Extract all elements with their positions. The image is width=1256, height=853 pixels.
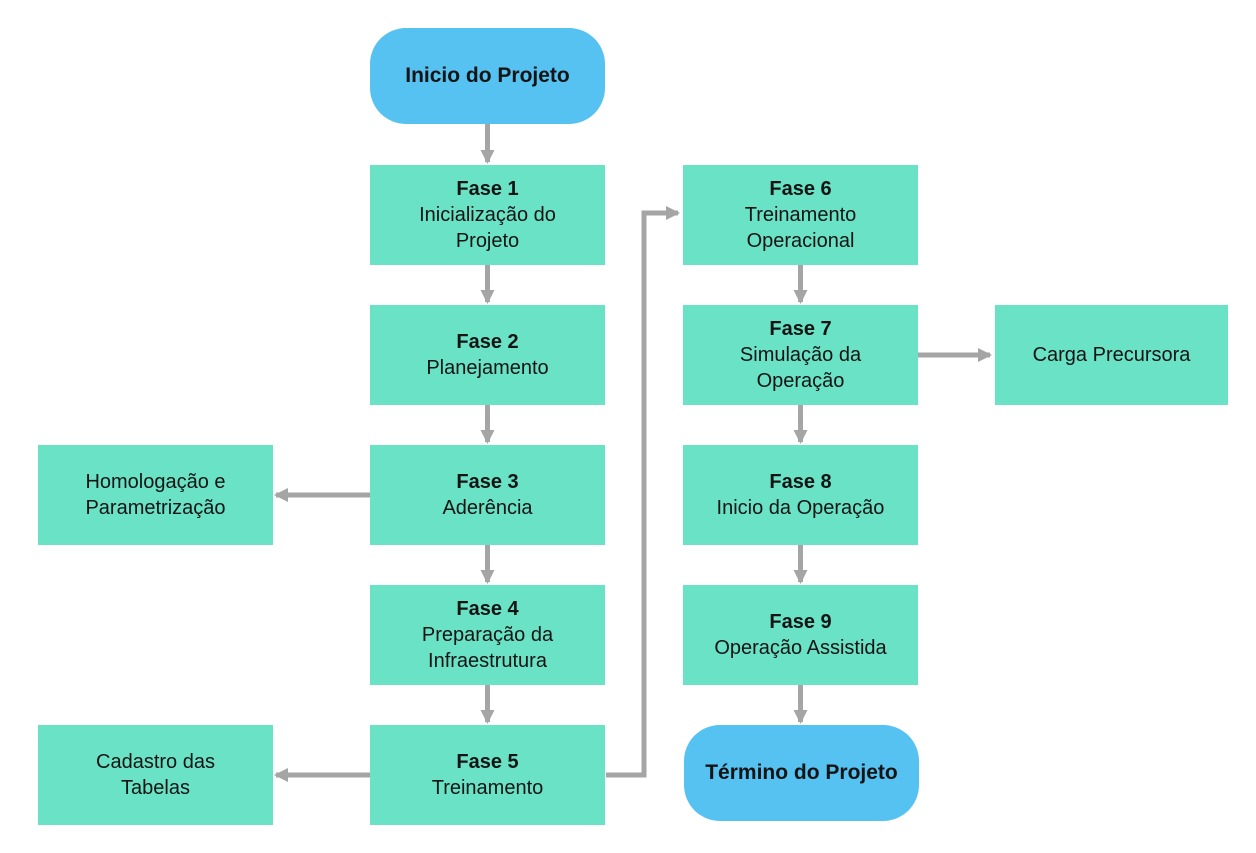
fase-4-subtitle: Preparação da Infraestrutura: [421, 624, 554, 672]
fase-2-subtitle: Planejamento: [426, 357, 549, 379]
fase-1-title: Fase 1: [456, 178, 519, 200]
fase-4-title: Fase 4: [456, 598, 519, 620]
carga-precursora-label: Carga Precursora: [1032, 344, 1191, 366]
fase-6-subtitle: Treinamento Operacional: [744, 204, 857, 252]
fase-5-subtitle: Treinamento: [431, 777, 544, 799]
fase-8-title: Fase 8: [769, 471, 832, 493]
node-fase-6: Fase 6 Treinamento Operacional: [683, 165, 918, 265]
cadastro-label: Cadastro das Tabelas: [96, 751, 215, 799]
node-fase-1: Fase 1 Inicialização do Projeto: [370, 165, 605, 265]
fase-6-title: Fase 6: [769, 178, 832, 200]
node-cadastro: Cadastro das Tabelas: [38, 725, 273, 825]
fase-5-title: Fase 5: [456, 751, 519, 773]
arrow-fase5-to-fase6: [606, 206, 680, 778]
homologacao-label: Homologação e Parametrização: [85, 471, 226, 519]
fase-1-subtitle: Inicialização do Projeto: [419, 204, 556, 252]
node-fase-8: Fase 8 Inicio da Operação: [683, 445, 918, 545]
fase-9-subtitle: Operação Assistida: [714, 637, 887, 659]
fase-9-title: Fase 9: [769, 611, 832, 633]
fase-3-title: Fase 3: [456, 471, 519, 493]
fase-8-subtitle: Inicio da Operação: [716, 497, 885, 519]
node-fase-9: Fase 9 Operação Assistida: [683, 585, 918, 685]
node-homologacao: Homologação e Parametrização: [38, 445, 273, 545]
node-carga-precursora: Carga Precursora: [995, 305, 1228, 405]
node-end-terminator: Término do Projeto: [684, 725, 919, 821]
fase-7-subtitle: Simulação da Operação: [739, 344, 862, 392]
fase-3-subtitle: Aderência: [442, 497, 533, 519]
node-fase-5: Fase 5 Treinamento: [370, 725, 605, 825]
node-fase-4: Fase 4 Preparação da Infraestrutura: [370, 585, 605, 685]
fase-2-title: Fase 2: [456, 331, 519, 353]
node-start-terminator: Inicio do Projeto: [370, 28, 605, 124]
end-label: Término do Projeto: [705, 761, 898, 784]
node-fase-3: Fase 3 Aderência: [370, 445, 605, 545]
node-fase-2: Fase 2 Planejamento: [370, 305, 605, 405]
start-label: Inicio do Projeto: [405, 64, 570, 87]
node-fase-7: Fase 7 Simulação da Operação: [683, 305, 918, 405]
fase-7-title: Fase 7: [769, 318, 832, 340]
